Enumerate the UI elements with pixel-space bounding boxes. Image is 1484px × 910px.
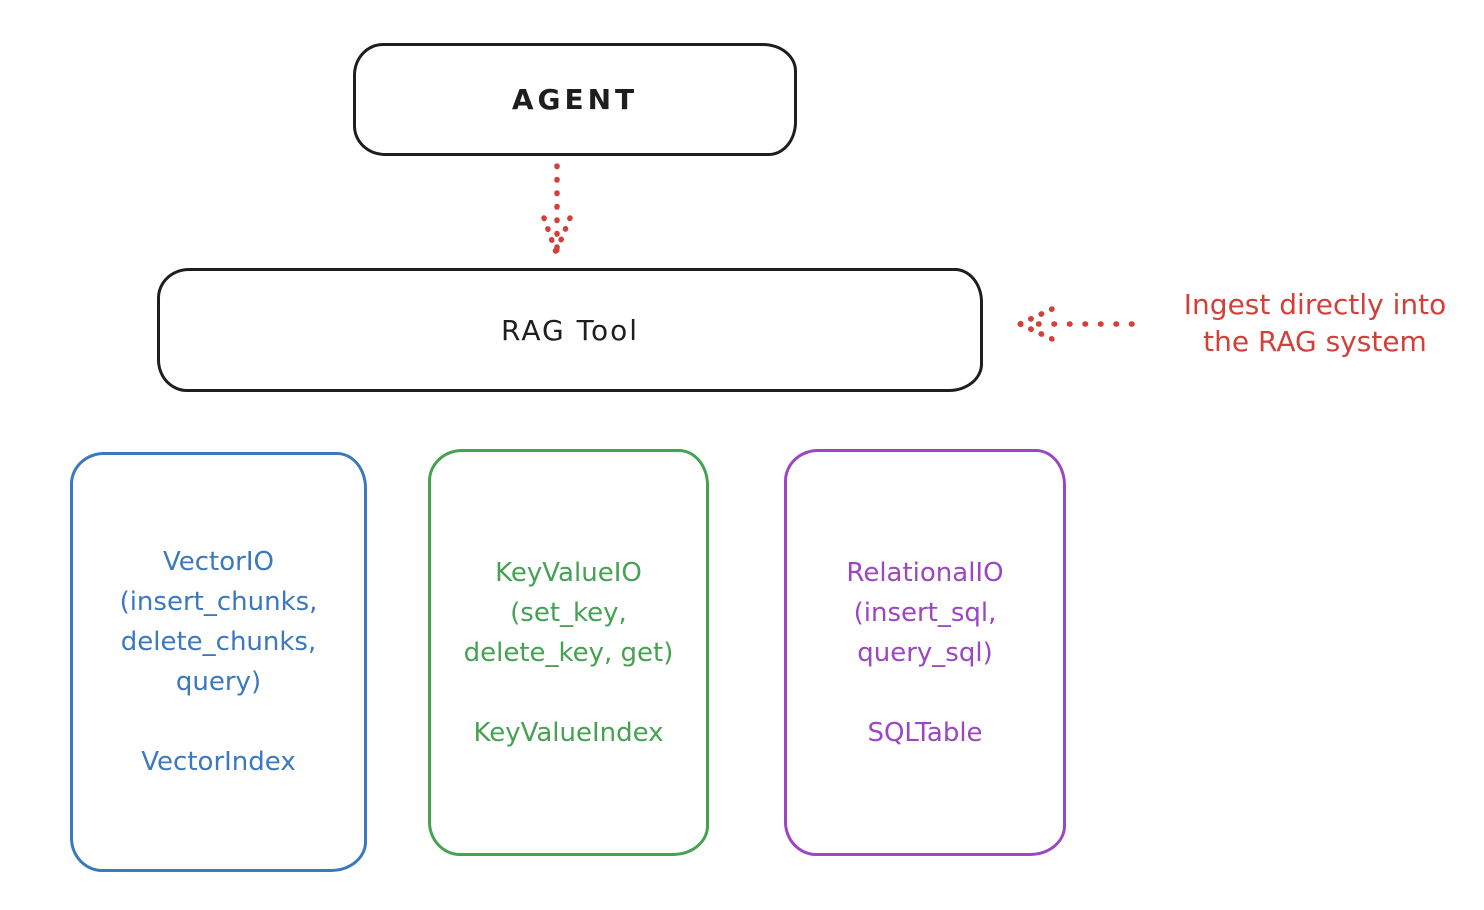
keyvalue-io-node: KeyValueIO (set_key, delete_key, get) Ke…: [428, 449, 709, 856]
ingest-annotation-line1: Ingest directly into: [1183, 288, 1447, 321]
vector-io-node: VectorIO (insert_chunks, delete_chunks, …: [70, 452, 367, 872]
vector-io-methods-line1: (insert_chunks,: [119, 587, 318, 617]
agent-node: AGENT: [353, 43, 797, 156]
rag-tool-node-label: RAG Tool: [501, 313, 639, 347]
relational-io-title: RelationalIO: [846, 557, 1004, 588]
sql-table-label: SQLTable: [867, 717, 983, 748]
ingest-annotation: Ingest directly into the RAG system: [1140, 286, 1484, 360]
vector-index-label: VectorIndex: [141, 747, 296, 777]
ingest-annotation-line2: the RAG system: [1203, 325, 1427, 358]
keyvalue-io-methods-line1: (set_key,: [510, 597, 627, 628]
relational-io-node: RelationalIO (insert_sql, query_sql) SQL…: [784, 449, 1066, 856]
relational-io-methods-line2: query_sql): [857, 637, 993, 668]
agent-node-label: AGENT: [511, 83, 639, 116]
rag-tool-node: RAG Tool: [157, 268, 983, 392]
keyvalue-io-title: KeyValueIO: [495, 557, 642, 588]
dotted-left-arrow-icon: [1017, 306, 1135, 342]
vector-io-methods-line2: delete_chunks,: [120, 627, 317, 657]
relational-io-methods-line1: (insert_sql,: [853, 597, 997, 628]
dotted-down-arrow-icon: [541, 163, 573, 255]
vector-io-methods-line3: query): [175, 667, 262, 697]
vector-io-title: VectorIO: [163, 547, 274, 577]
keyvalue-io-methods-line2: delete_key, get): [463, 637, 674, 668]
keyvalue-index-label: KeyValueIndex: [473, 717, 664, 748]
